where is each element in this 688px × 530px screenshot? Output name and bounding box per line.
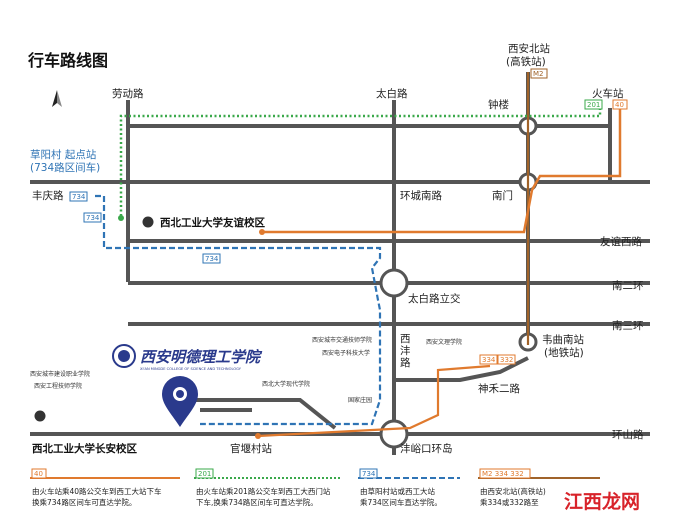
legend-text: 由西安北站(高铁站) [480, 486, 546, 496]
road-label: 沣 [400, 345, 411, 357]
tag-201: 201 [584, 99, 603, 110]
station-label: 西安北站 [508, 42, 550, 55]
start-station-label: (734路区间车) [30, 161, 100, 174]
route-40-line [260, 108, 622, 234]
road-label: 环山路 [612, 428, 644, 441]
poi-label: 西北大学现代学院 [262, 380, 310, 388]
svg-text:734: 734 [72, 193, 86, 201]
poi-label: 西安文理学院 [426, 338, 462, 346]
poi-label: 西安电子科技大学 [322, 349, 370, 357]
legend-tag: 201 [198, 470, 211, 478]
station-label: (高铁站) [506, 55, 546, 68]
svg-text:334: 334 [482, 356, 496, 364]
college-english-name: XI'AN MINGDE COLLEGE OF SCIENCE AND TECH… [140, 367, 242, 371]
station-label: 官堰村站 [230, 442, 272, 455]
road-label: 友谊西路 [600, 235, 642, 248]
poi-label: 西安城市交通技师学院 [312, 336, 372, 344]
legend-text: 乘334或332路至 [480, 497, 539, 507]
svg-text:江西龙网: 江西龙网 [564, 490, 640, 513]
college-name: 西安明德理工学院 [140, 348, 263, 366]
campus-label: 西北工业大学友谊校区 [160, 216, 265, 229]
landmark-label: 南门 [492, 189, 513, 202]
road-label: 环城南路 [400, 189, 442, 202]
svg-text:734: 734 [205, 255, 219, 263]
station-label: 韦曲南站 [542, 333, 584, 346]
tag-40: 40 [612, 99, 628, 110]
legend-text: 由火车站乘40路公交车到西工大站下车 [32, 486, 162, 496]
poi-label: 西安工程技师学院 [34, 382, 82, 390]
road-label: 路 [400, 356, 411, 369]
legend-text: 由草阳村站或西工大站 [360, 486, 435, 496]
route-201-line [119, 108, 602, 218]
landmark-label: 钟楼 [488, 98, 509, 111]
road-label: 南三环 [612, 319, 644, 332]
road-label: 南二环 [612, 279, 644, 292]
poi-label: 国家庄园 [348, 396, 372, 404]
svg-text:332: 332 [500, 356, 513, 364]
poi-label: 西安城市建设职业学院 [30, 370, 90, 378]
route-334-line [257, 364, 491, 438]
watermark-logo: 江西龙网 [560, 486, 664, 516]
tag-334: 334 [479, 354, 498, 365]
legend-text: 由火车站乘201路公交车到西工大西门站 [196, 486, 331, 496]
start-station-label: 草阳村 起点站 [30, 148, 97, 161]
destination-marker-icon [162, 376, 198, 427]
legend-tag: 40 [34, 470, 43, 478]
tag-734: 734 [83, 212, 102, 223]
legend-text: 下车,换乘734路区间车可直达学院。 [196, 497, 318, 507]
north-arrow-icon [52, 90, 62, 107]
road-label: 神禾二路 [478, 382, 520, 395]
landmark-label: 沣峪口环岛 [400, 442, 453, 455]
svg-text:M2: M2 [533, 70, 544, 78]
tag-332: 332 [497, 354, 516, 365]
road-network [30, 72, 650, 455]
interchange-label: 太白路立交 [408, 292, 461, 305]
tag-734: 734 [69, 191, 88, 202]
college-logo: 西安明德理工学院 XI'AN MINGDE COLLEGE OF SCIENCE… [112, 344, 263, 371]
legend-text: 乘734区间车直达学院。 [360, 497, 442, 507]
station-label: 火车站 [592, 87, 624, 100]
svg-text:201: 201 [587, 101, 600, 109]
station-label: (地铁站) [544, 346, 584, 359]
road-label: 太白路 [376, 87, 408, 100]
tag-734: 734 [202, 253, 221, 264]
road-label: 西 [400, 333, 411, 345]
svg-text:40: 40 [615, 101, 624, 109]
legend-text: 换乘734路区间车可直达学院。 [32, 497, 136, 507]
road-label: 劳动路 [112, 87, 144, 100]
campus-label: 西北工业大学长安校区 [32, 442, 137, 455]
route-734-line [95, 194, 382, 426]
legend: 40 由火车站乘40路公交车到西工大站下车 换乘734路区间车可直达学院。 20… [30, 468, 600, 507]
tag-m2: M2 [530, 68, 548, 79]
legend-tag: 734 [362, 470, 376, 478]
legend-tag: M2 334 332 [482, 470, 524, 478]
map-title: 行车路线图 [27, 51, 108, 70]
svg-text:734: 734 [86, 214, 100, 222]
road-label: 丰庆路 [32, 189, 64, 202]
